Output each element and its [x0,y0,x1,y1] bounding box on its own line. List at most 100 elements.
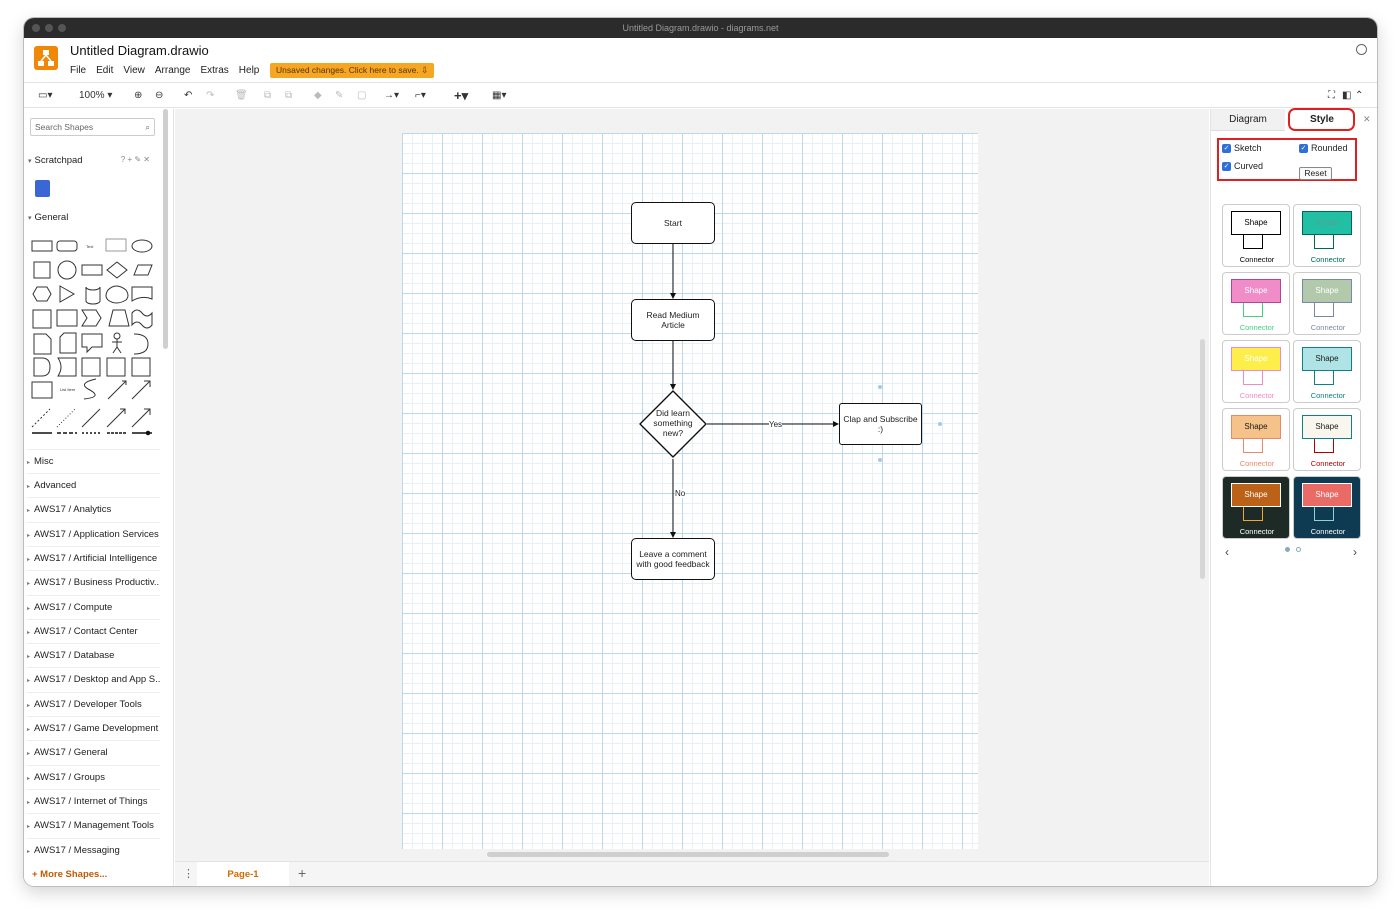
category-misc[interactable]: ▸Misc [27,449,160,473]
diagram-page[interactable]: Start Read Medium Article Did learn some… [402,133,978,849]
prev-styles-icon[interactable]: ‹ [1225,545,1229,559]
page-dot[interactable] [1296,547,1301,552]
zoom-window-button[interactable] [58,24,66,32]
style-preset-shape: Shape [1231,415,1281,439]
category-aws-database[interactable]: ▸AWS17 / Database [27,643,160,667]
page-dot-active[interactable] [1285,547,1290,552]
pages-menu-icon[interactable]: ⋮ [183,868,194,880]
menu-arrange[interactable]: Arrange [154,65,191,76]
unsaved-changes-button[interactable]: Unsaved changes. Click here to save. ⇩ [270,63,435,78]
general-shapes-palette[interactable]: Text List Item [30,237,158,441]
style-preset-connector-line [1314,371,1334,385]
category-aws-groups[interactable]: ▸AWS17 / Groups [27,765,160,789]
category-aws-analytics[interactable]: ▸AWS17 / Analytics [27,497,160,521]
node-label: Leave a comment with good feedback [636,549,710,569]
zoom-out-icon[interactable]: ⊖ [155,90,164,101]
fullscreen-icon[interactable]: ⛶ [1328,90,1335,101]
menu-file[interactable]: File [70,65,87,76]
zoom-in-icon[interactable]: ⊕ [134,90,143,101]
line-color-icon[interactable]: ✎ [335,90,344,101]
sidebar-scrollbar[interactable] [163,109,168,349]
category-aws-business-productivity[interactable]: ▸AWS17 / Business Productiv... [27,570,160,594]
category-aws-application-services[interactable]: ▸AWS17 / Application Services [27,522,160,546]
close-window-button[interactable] [32,24,40,32]
file-name[interactable]: Untitled Diagram.drawio [70,43,209,58]
category-aws-iot[interactable]: ▸AWS17 / Internet of Things [27,789,160,813]
search-shapes-input[interactable]: Search Shapes⌕ [30,118,155,136]
decision-diamond[interactable] [639,390,707,458]
fill-color-icon[interactable]: ◆ [314,90,322,101]
category-aws-compute[interactable]: ▸AWS17 / Compute [27,595,160,619]
category-aws-messaging[interactable]: ▸AWS17 / Messaging [27,838,160,862]
close-panel-icon[interactable]: ✕ [1363,114,1371,124]
format-panel-toggle-icon[interactable]: ▭▾ [38,90,53,101]
redo-icon[interactable]: ↷ [206,90,215,101]
app-window: Untitled Diagram.drawio - diagrams.net U… [24,18,1377,886]
collapse-icon[interactable]: ⌃ [1355,90,1364,101]
menu-extras[interactable]: Extras [200,65,229,76]
canvas-vertical-scrollbar[interactable] [1200,339,1205,579]
shadow-icon[interactable]: ▢ [357,90,367,101]
menu-edit[interactable]: Edit [96,65,114,76]
diagram-canvas[interactable]: Start Read Medium Article Did learn some… [175,109,1209,861]
node-leave-comment[interactable]: Leave a comment with good feedback [631,538,715,580]
toggle-panel-icon[interactable]: ◧ [1342,90,1352,101]
node-label: Read Medium Article [646,310,700,330]
style-preset-connector-line [1314,303,1334,317]
language-globe-icon[interactable] [1356,44,1367,55]
scratchpad-item[interactable] [35,180,50,197]
tab-diagram[interactable]: Diagram [1211,109,1285,131]
canvas-horizontal-scrollbar[interactable] [487,852,889,857]
page-tab-1[interactable]: Page-1 [197,862,289,886]
undo-icon[interactable]: ↶ [184,90,193,101]
category-aws-game-development[interactable]: ▸AWS17 / Game Development [27,716,160,740]
to-front-icon[interactable]: ⧉ [264,90,272,101]
to-back-icon[interactable]: ⧉ [285,90,293,101]
connection-style-icon[interactable]: →▾ [384,90,400,101]
scratchpad-header[interactable]: ▾Scratchpad? + ✎ ✕ [28,155,150,166]
node-clap-subscribe[interactable]: Clap and Subscribe :) [839,403,922,445]
node-start[interactable]: Start [631,202,715,244]
menu-view[interactable]: View [123,65,145,76]
next-styles-icon[interactable]: › [1353,545,1357,559]
category-label: AWS17 / Contact Center [34,626,138,637]
minimize-window-button[interactable] [45,24,53,32]
reset-button[interactable]: Reset [1299,167,1332,180]
zoom-dropdown[interactable]: 100% ▾ [79,90,113,101]
category-aws-contact-center[interactable]: ▸AWS17 / Contact Center [27,619,160,643]
category-aws-developer-tools[interactable]: ▸AWS17 / Developer Tools [27,692,160,716]
menu-help[interactable]: Help [238,65,260,76]
table-icon[interactable]: ▦▾ [492,90,507,101]
node-read-article[interactable]: Read Medium Article [631,299,715,341]
category-label: AWS17 / Analytics [34,504,112,515]
category-aws-desktop[interactable]: ▸AWS17 / Desktop and App S... [27,667,160,691]
rounded-checkbox[interactable]: ✓Rounded [1299,143,1348,153]
insert-icon[interactable]: +▾ [454,88,469,103]
category-aws-management-tools[interactable]: ▸AWS17 / Management Tools [27,813,160,837]
add-page-button[interactable]: + [298,865,307,881]
style-preset-connector-label: Connector [1310,459,1346,468]
delete-icon[interactable]: 🗑 [235,90,248,101]
general-header[interactable]: ▾General [28,212,69,223]
waypoints-icon[interactable]: ⌐▾ [415,90,426,101]
category-label: AWS17 / Groups [34,772,105,783]
category-aws-general[interactable]: ▸AWS17 / General [27,740,160,764]
style-preset-connector-label: Connector [1310,527,1346,536]
scratchpad-actions-icon[interactable]: ? + ✎ ✕ [120,155,150,164]
category-aws-artificial-intelligence[interactable]: ▸AWS17 / Artificial Intelligence [27,546,160,570]
category-advanced[interactable]: ▸Advanced [27,473,160,497]
curved-checkbox[interactable]: ✓Curved [1222,161,1263,171]
tab-style[interactable]: Style [1310,114,1334,125]
sketch-checkbox[interactable]: ✓Sketch [1222,143,1262,153]
more-shapes-button[interactable]: + More Shapes... [32,869,108,880]
